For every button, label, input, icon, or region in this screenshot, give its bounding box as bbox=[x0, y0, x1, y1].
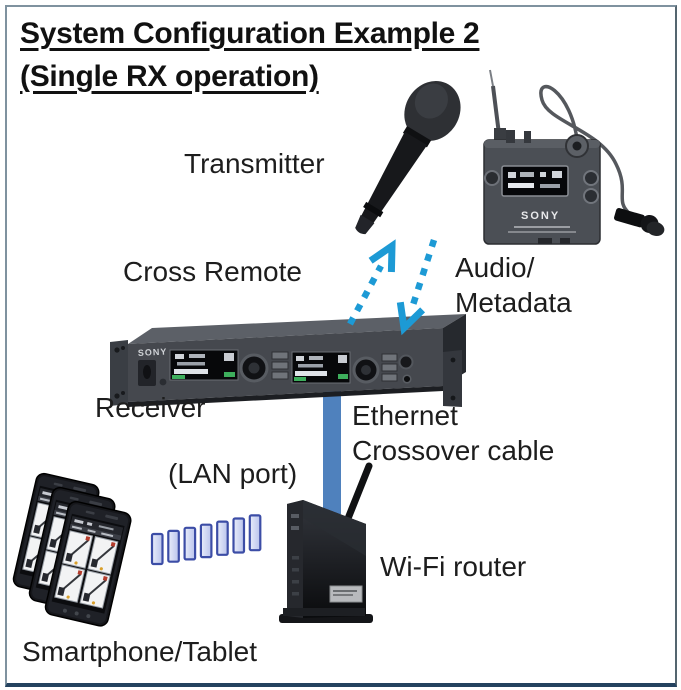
receiver-device: SONY bbox=[110, 314, 466, 407]
label-receiver: Receiver bbox=[95, 392, 206, 423]
receiver-headphone-jack bbox=[402, 374, 412, 384]
wifi-signal-bars bbox=[150, 514, 262, 566]
page-title-line1: System Configuration Example 2 bbox=[20, 17, 480, 50]
bodypack-transmitter-device: SONY bbox=[483, 69, 665, 245]
lavalier-mic bbox=[614, 208, 665, 236]
wifi-router-device bbox=[279, 462, 373, 623]
label-ethernet-cable: Ethernet Crossover cable bbox=[352, 400, 555, 466]
bodypack-brand-label: SONY bbox=[521, 210, 560, 222]
label-wifi-router: Wi-Fi router bbox=[380, 551, 527, 582]
receiver-display-2 bbox=[291, 351, 351, 384]
receiver-buttons-1 bbox=[271, 351, 289, 380]
bodypack-button-up bbox=[583, 170, 599, 186]
bodypack-button-down bbox=[583, 188, 599, 204]
audio-metadata-arrow bbox=[396, 238, 438, 336]
bodypack-set-button bbox=[484, 170, 500, 186]
label-cross-remote: Cross Remote bbox=[123, 256, 302, 287]
cross-remote-arrow bbox=[347, 239, 396, 326]
receiver-display-1 bbox=[169, 349, 239, 381]
label-smartphone-tablet: Smartphone/Tablet bbox=[22, 636, 258, 667]
receiver-buttons-2 bbox=[381, 353, 398, 382]
receiver-brand-label: SONY bbox=[138, 346, 168, 358]
smartphone-stack bbox=[10, 471, 134, 629]
ethernet-cable-line bbox=[323, 386, 341, 514]
handheld-mic-device bbox=[355, 81, 461, 235]
receiver-volume-knob bbox=[398, 354, 414, 370]
router-antenna bbox=[343, 462, 373, 525]
label-transmitter: Transmitter bbox=[184, 148, 325, 179]
bodypack-display bbox=[501, 165, 569, 197]
label-lan-port: (LAN port) bbox=[168, 458, 298, 489]
page-title: System Configuration Example 2 (Single R… bbox=[20, 12, 480, 98]
label-audio-metadata: Audio/ Metadata bbox=[455, 252, 572, 318]
receiver-top-face bbox=[128, 314, 466, 344]
lavalier-cable bbox=[539, 84, 632, 216]
page-title-line2: (Single RX operation) bbox=[20, 60, 319, 93]
